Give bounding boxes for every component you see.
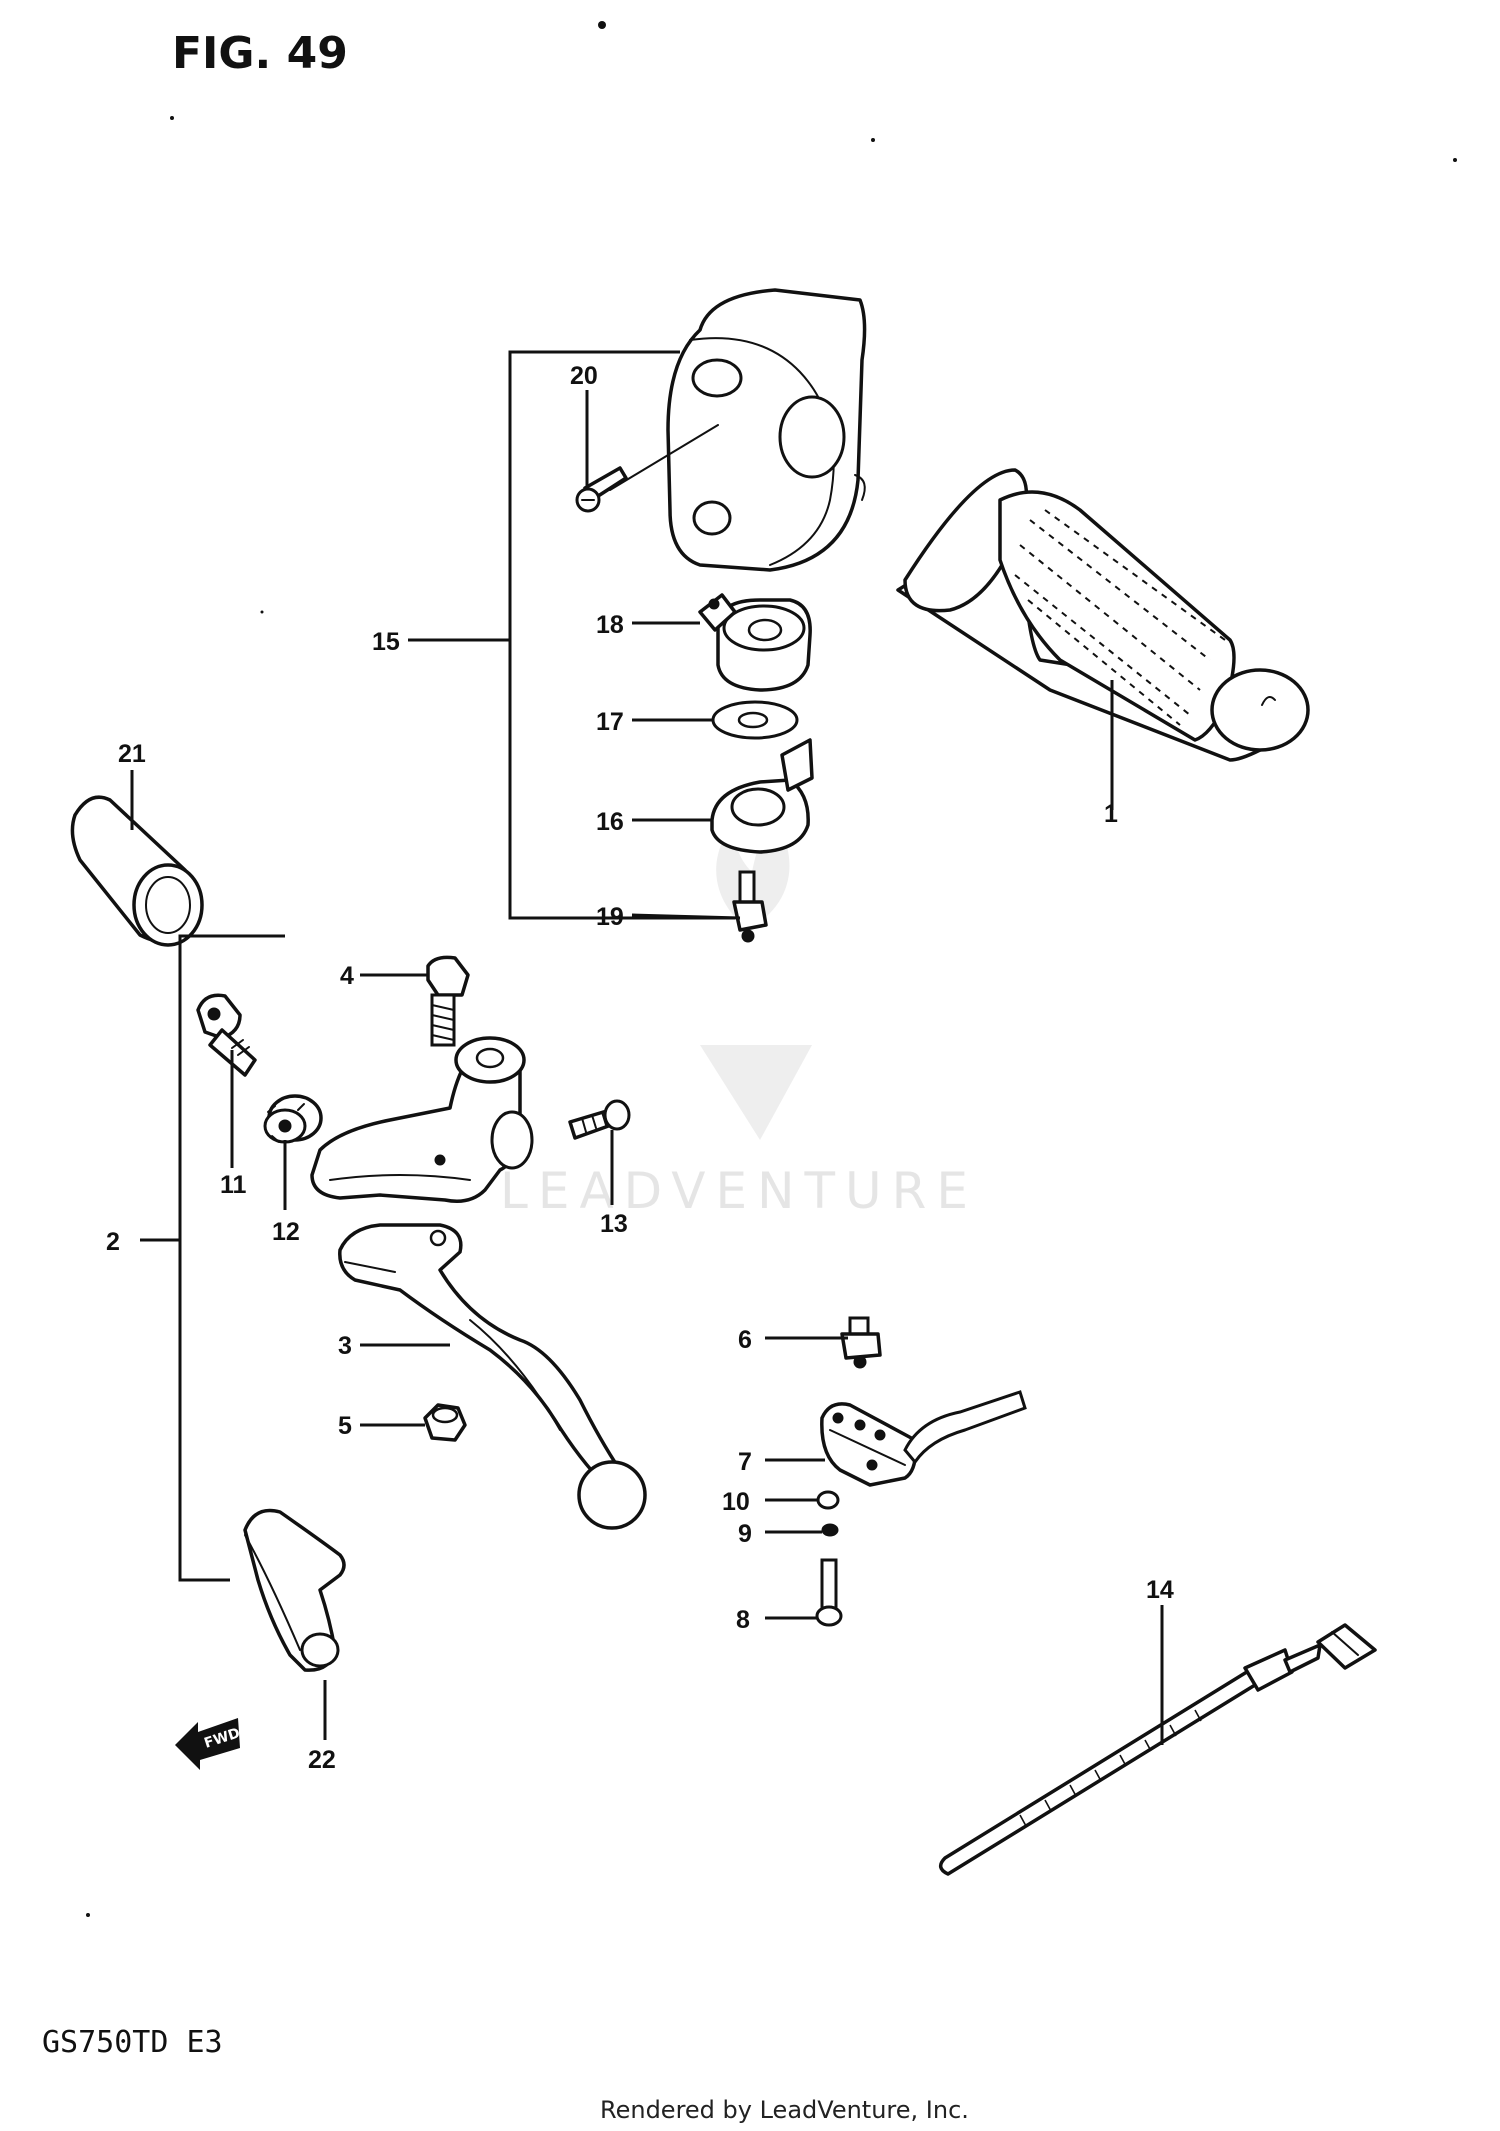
callout-6: 6 [738, 1326, 752, 1354]
watermark-text: LEADVENTURE [500, 1162, 978, 1220]
switch-housing [666, 288, 867, 572]
callout-20: 20 [570, 362, 598, 390]
footer-credit: Rendered by LeadVenture, Inc. [600, 2096, 969, 2124]
screw-20 [575, 424, 719, 513]
callout-17: 17 [596, 708, 624, 736]
callout-9: 9 [738, 1520, 752, 1548]
callout-22: 22 [308, 1746, 336, 1774]
fitting-6 [840, 1316, 882, 1369]
screw-19 [732, 870, 768, 943]
bolt-11 [196, 993, 257, 1077]
callout-5: 5 [338, 1412, 352, 1440]
bolt-13 [568, 1099, 631, 1140]
callout-18: 18 [596, 611, 624, 639]
lever-holder [310, 1036, 534, 1203]
model-code: GS750TD E3 [42, 2025, 223, 2060]
cap-21 [70, 795, 204, 947]
nut-5 [423, 1403, 467, 1442]
switch-7 [820, 1390, 1027, 1487]
callout-15: 15 [372, 628, 400, 656]
figure-title: FIG. 49 [172, 28, 348, 79]
callout-3: 3 [338, 1332, 352, 1360]
washer-10 [816, 1490, 840, 1510]
callout-14: 14 [1146, 1576, 1174, 1604]
callout-4: 4 [340, 962, 354, 990]
scan-specks [86, 21, 1457, 1917]
watermark: LEADVENTURE [500, 810, 978, 1220]
assembly-15-bracket [408, 350, 735, 920]
fwd-arrow-icon: FWD [175, 1718, 242, 1770]
callout-8: 8 [736, 1606, 750, 1634]
callout-2: 2 [106, 1228, 120, 1256]
handlebar-grip-1 [896, 468, 1310, 762]
callout-7: 7 [738, 1448, 752, 1476]
callout-11: 11 [220, 1171, 247, 1199]
throttle-cam-18 [698, 593, 812, 692]
lever-cover-22 [243, 1508, 346, 1672]
screw-8 [815, 1558, 843, 1627]
washer-17 [711, 700, 799, 740]
washer-9 [821, 1523, 839, 1537]
leader-lines [130, 390, 1164, 1745]
nut-12 [263, 1094, 323, 1144]
callout-13: 13 [600, 1210, 628, 1238]
callout-1: 1 [1104, 800, 1118, 828]
callout-16: 16 [596, 808, 624, 836]
cable-guide-16 [710, 738, 814, 854]
bolt-4 [426, 955, 470, 1047]
callout-10: 10 [722, 1488, 750, 1516]
callout-21: 21 [118, 740, 146, 768]
callout-19: 19 [596, 903, 624, 931]
assembly-2-bracket [140, 934, 285, 1582]
cable-tie-14 [938, 1623, 1377, 1876]
callout-labels: 1 2 3 4 5 6 7 8 9 10 11 12 13 14 15 16 1… [106, 362, 1174, 1774]
callout-12: 12 [272, 1218, 300, 1246]
clutch-lever-3 [338, 1223, 647, 1530]
